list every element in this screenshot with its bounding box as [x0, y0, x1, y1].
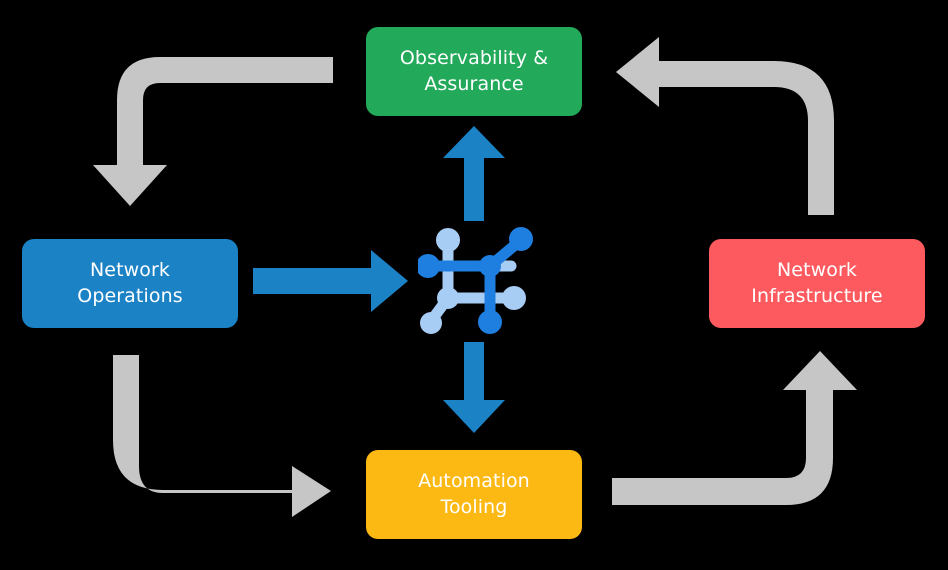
arrow-center-to-automation-tooling [443, 342, 505, 433]
arrow-network-operations-to-center [253, 250, 408, 312]
arrow-network-infrastructure-to-observability [616, 37, 834, 215]
node-network-operations[interactable]: Network Operations [22, 239, 238, 328]
arrow-automation-tooling-to-network-infrastructure [612, 351, 857, 505]
arrow-network-operations-to-automation-tooling [113, 355, 331, 517]
arrow-observability-to-network-operations [93, 57, 333, 206]
node-automation-tooling[interactable]: Automation Tooling [366, 450, 582, 539]
arrow-center-to-observability [443, 126, 505, 221]
node-network-infrastructure[interactable]: Network Infrastructure [709, 239, 925, 328]
node-observability-assurance[interactable]: Observability & Assurance [366, 27, 582, 116]
network-topology-icon [418, 227, 533, 334]
